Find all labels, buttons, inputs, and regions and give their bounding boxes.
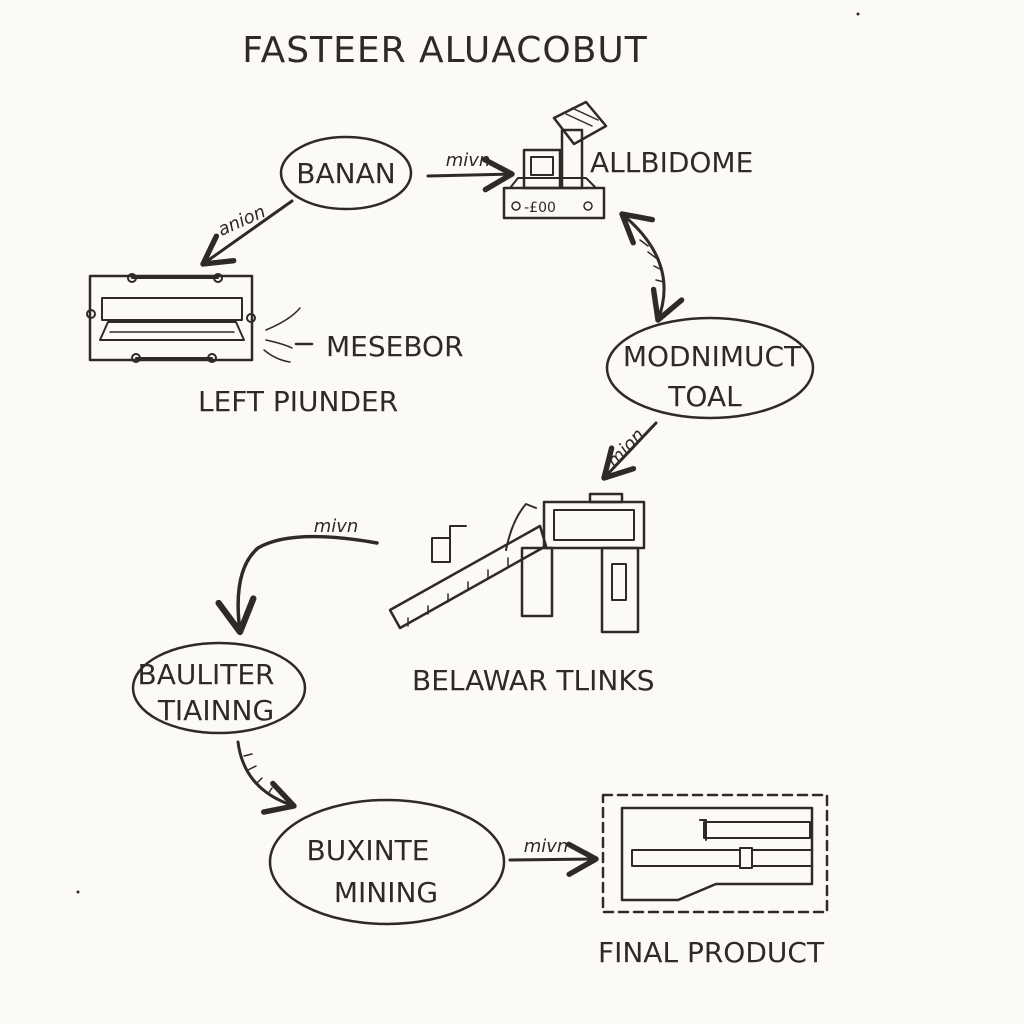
arrow-belawar-to-bauliter: mivn (215, 516, 379, 636)
node-bauliter: BAULITER TIAINNG (131, 641, 307, 735)
arrow-buxinte-to-final: mivn (508, 836, 599, 878)
node-modnimuct-label-2: TOAL (667, 380, 742, 413)
press-machine-icon (86, 273, 256, 363)
node-final-product-label: FINAL PRODUCT (598, 936, 825, 969)
node-bauliter-label-2: TIAINNG (157, 694, 274, 727)
arrow-allbidome-to-modnimuct (619, 211, 685, 323)
diagram-title: FASTEER ALUACOBUT (242, 30, 648, 71)
node-bauliter-label-1: BAULITER (138, 658, 275, 691)
node-banan: BANAN (279, 135, 413, 211)
node-allbidome-label: ALLBIDOME (590, 146, 753, 179)
machine-display: -£00 (524, 200, 556, 216)
arrow-bauliter-to-buxinte (236, 740, 297, 815)
arrow-label-buxinte-final: mivn (524, 836, 569, 857)
node-mesebor-label: MESEBOR (326, 330, 464, 363)
arrow-modnimuct-to-belawar: mion (601, 421, 658, 481)
arrow-label-belawar-bauliter: mivn (314, 516, 359, 537)
ink-dot (856, 12, 860, 16)
node-modnimuct: MODNIMUCT TOAL (605, 316, 815, 420)
machine-icon: -£00 (502, 100, 608, 220)
node-buxinte: BUXINTE MINING (268, 798, 506, 926)
press-motion-lines (263, 307, 314, 363)
conveyor-machine-icon (388, 492, 646, 634)
arrow-banan-to-left: anion (200, 199, 294, 267)
node-banan-label: BANAN (296, 157, 395, 190)
node-buxinte-label-2: MINING (334, 876, 438, 909)
ink-dot (76, 890, 80, 894)
final-product-icon (601, 793, 829, 914)
node-belawar-label: BELAWAR TLINKS (412, 664, 654, 697)
node-modnimuct-label-1: MODNIMUCT (623, 340, 802, 373)
arrow-banan-to-allbidome: mivn (426, 150, 515, 193)
arrow-label-banan-allbidome: mivn (446, 150, 491, 171)
node-left-plunder-label: LEFT PIUNDER (198, 385, 398, 418)
arrow-label-modnimuct-belawar: mion (603, 425, 649, 472)
node-buxinte-label-1: BUXINTE (307, 834, 430, 867)
